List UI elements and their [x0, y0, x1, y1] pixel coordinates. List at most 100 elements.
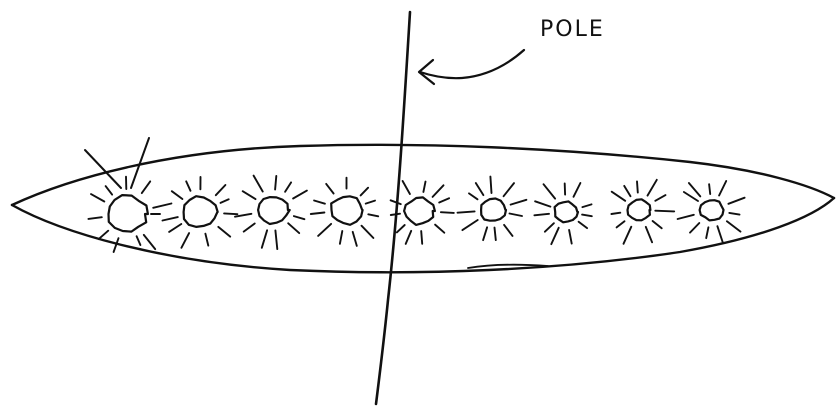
star-ray: [611, 213, 620, 214]
star-ray: [106, 186, 113, 195]
star-ray: [314, 201, 325, 204]
star-burst: [163, 177, 238, 248]
star-ray: [275, 230, 277, 249]
star-ray: [678, 215, 694, 219]
star-ray: [574, 183, 581, 197]
star-ray: [551, 228, 558, 244]
star-ray: [362, 226, 374, 238]
star-ray: [462, 220, 477, 230]
star-ray: [511, 200, 527, 205]
star-ray: [441, 212, 454, 213]
star-ray: [153, 204, 171, 208]
star-ray: [624, 186, 630, 196]
star-ray: [617, 221, 625, 227]
star-ray: [244, 224, 255, 232]
star-burst: [85, 138, 171, 252]
star-ray: [366, 201, 375, 204]
pole-label: POLE: [540, 17, 605, 42]
star-bursts: [85, 138, 745, 252]
star-ray: [582, 204, 591, 207]
star-ray: [569, 230, 572, 244]
star-ray: [181, 233, 189, 248]
star-burst: [311, 178, 378, 246]
star-ray: [439, 198, 449, 202]
star-ray: [729, 213, 739, 215]
star-ray: [391, 214, 400, 215]
star-ray: [163, 217, 178, 220]
star-core: [404, 197, 435, 225]
star-core: [628, 199, 651, 220]
star-core: [109, 195, 148, 232]
star-ray: [483, 227, 487, 240]
star-ray: [243, 191, 256, 199]
star-ray: [545, 223, 554, 232]
star-core: [481, 199, 506, 221]
star-ray: [142, 181, 150, 193]
star-ray: [582, 215, 592, 217]
star-core: [555, 201, 578, 222]
star-ray: [391, 200, 401, 204]
star-ray: [719, 181, 726, 196]
star-ray: [340, 231, 342, 244]
star-ray: [433, 185, 444, 197]
star-ray: [727, 221, 741, 231]
star-burst: [458, 177, 527, 241]
star-ray: [205, 234, 208, 246]
star-ray: [99, 231, 109, 239]
star-ray: [144, 235, 155, 249]
star-ray: [169, 224, 181, 232]
star-ray: [318, 224, 331, 236]
star-ray: [706, 227, 708, 238]
star-ray: [397, 225, 405, 232]
star-ray: [311, 213, 325, 215]
star-ray: [655, 211, 674, 212]
star-ray: [458, 211, 475, 212]
star-ray: [137, 236, 141, 245]
star-ray: [624, 227, 632, 244]
star-ray: [88, 217, 101, 219]
star-ray: [285, 182, 291, 191]
star-burst: [534, 183, 591, 244]
star-ray: [218, 227, 230, 237]
star-ray: [490, 177, 491, 193]
star-ray: [262, 230, 267, 248]
star-ray: [216, 185, 226, 195]
star-ray: [172, 191, 183, 199]
star-core: [184, 196, 218, 227]
star-ray: [423, 182, 425, 192]
star-ray: [476, 183, 484, 195]
star-ray: [368, 214, 378, 216]
star-ray: [224, 213, 237, 214]
star-ray: [361, 188, 369, 196]
star-ray: [326, 184, 333, 194]
star-core: [258, 197, 290, 224]
star-ray: [612, 192, 626, 201]
star-ray: [504, 225, 512, 236]
star-ray: [690, 223, 699, 233]
star-burst: [235, 176, 307, 250]
star-ray: [406, 231, 412, 244]
star-ray: [579, 222, 588, 228]
star-ray: [353, 232, 357, 246]
star-ray: [648, 180, 657, 196]
star-burst: [678, 181, 745, 243]
star-ray: [186, 181, 190, 190]
lens-outline-bottom: [12, 198, 834, 272]
star-ray: [421, 231, 422, 244]
star-ray: [655, 195, 665, 201]
star-ray: [534, 214, 549, 216]
star-ray: [91, 194, 104, 201]
star-ray: [275, 176, 276, 190]
star-ray: [709, 184, 710, 194]
star-ray: [403, 181, 410, 194]
star-ray: [254, 176, 263, 192]
star-core: [700, 200, 724, 220]
star-burst: [391, 181, 454, 244]
star-ray: [689, 183, 700, 196]
star-ray: [510, 214, 523, 217]
star-ray: [653, 221, 662, 228]
star-burst: [611, 180, 674, 244]
star-ray: [495, 228, 496, 241]
star-core: [331, 196, 362, 225]
